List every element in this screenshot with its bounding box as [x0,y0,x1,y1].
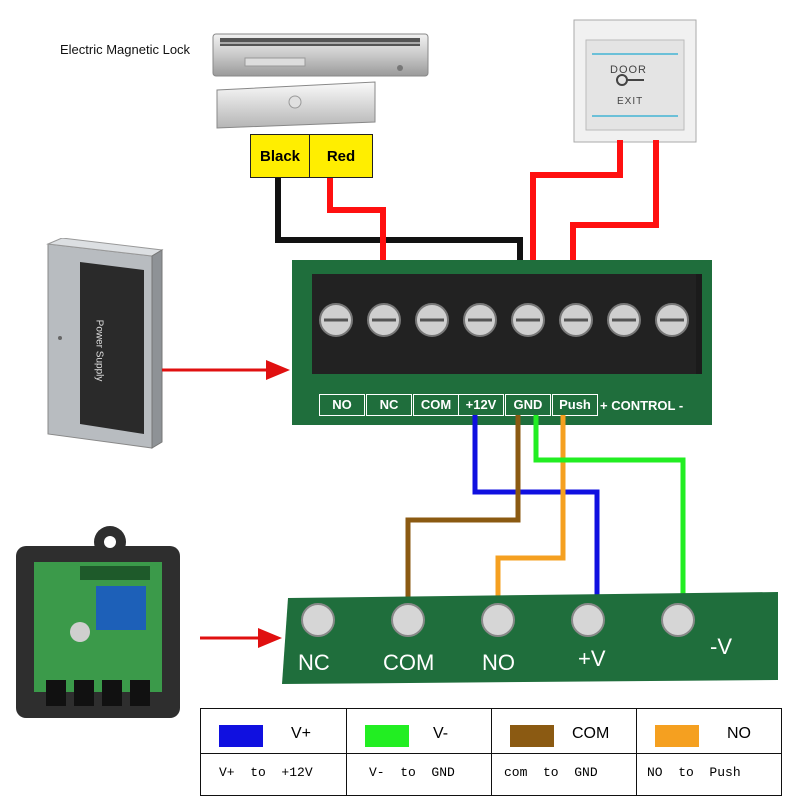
legend-desc: NO to Push [647,765,741,780]
legend-desc: com to GND [504,765,598,780]
green-wire [533,415,686,598]
power-supply-image [46,238,164,449]
red-wire-exit-right [570,140,659,292]
diagram-title: Electric Magnetic Lock [60,42,191,57]
remote-receiver-image [16,526,180,718]
receiver-terminal-strip [282,592,778,684]
exit-button-door-text: DOOR [610,64,647,76]
legend-name: V+ [291,725,312,742]
door-exit-button-image [573,19,697,143]
legend-swatch-orange [655,725,699,747]
screw-terminals [312,274,696,374]
red-wire-label: Red [309,134,373,178]
receiver-terminal-nc: NC [298,650,330,675]
legend-item-no: NO NO to Push [636,709,782,795]
controller-terminal-nc: NC [366,394,412,416]
legend-desc: V- to GND [369,765,455,780]
blue-wire [472,415,600,598]
magnetic-lock-image [212,33,429,129]
black-wire-label: Black [250,134,310,178]
controller-board [292,260,712,425]
legend-item-v-minus: V- V- to GND [346,709,492,795]
red-wire-exit-left [530,140,623,292]
receiver-terminal-minus-v: -V [710,634,732,659]
legend-item-v-plus: V+ V+ to +12V [201,709,346,795]
receiver-terminal-no: NO [482,650,515,675]
orange-wire [495,415,566,598]
controller-terminal-gnd: GND [505,394,551,416]
legend-desc: V+ to +12V [219,765,313,780]
arrow-power-supply [162,360,290,380]
brown-wire [405,415,521,598]
receiver-terminal-plus-v: +V [578,646,606,671]
exit-button-exit-text: EXIT [617,96,644,107]
lower-wires [405,415,686,598]
controller-terminal-no: NO [319,394,365,416]
legend-name: COM [572,725,610,742]
legend-name: NO [727,725,751,742]
legend-item-com: COM com to GND [491,709,637,795]
legend-name: V- [433,725,449,742]
legend-swatch-brown [510,725,554,747]
controller-terminal-12v: +12V [458,394,504,416]
legend-swatch-blue [219,725,263,747]
arrow-receiver [200,628,282,648]
legend-table: V+ V+ to +12V V- V- to GND COM com to GN… [200,708,782,796]
arrows [162,360,290,648]
receiver-terminal-com: COM [383,650,435,675]
controller-terminal-push: Push [552,394,598,416]
legend-swatch-green [365,725,409,747]
red-wire-lock [327,178,386,292]
controller-control-label: + CONTROL - [600,398,684,413]
